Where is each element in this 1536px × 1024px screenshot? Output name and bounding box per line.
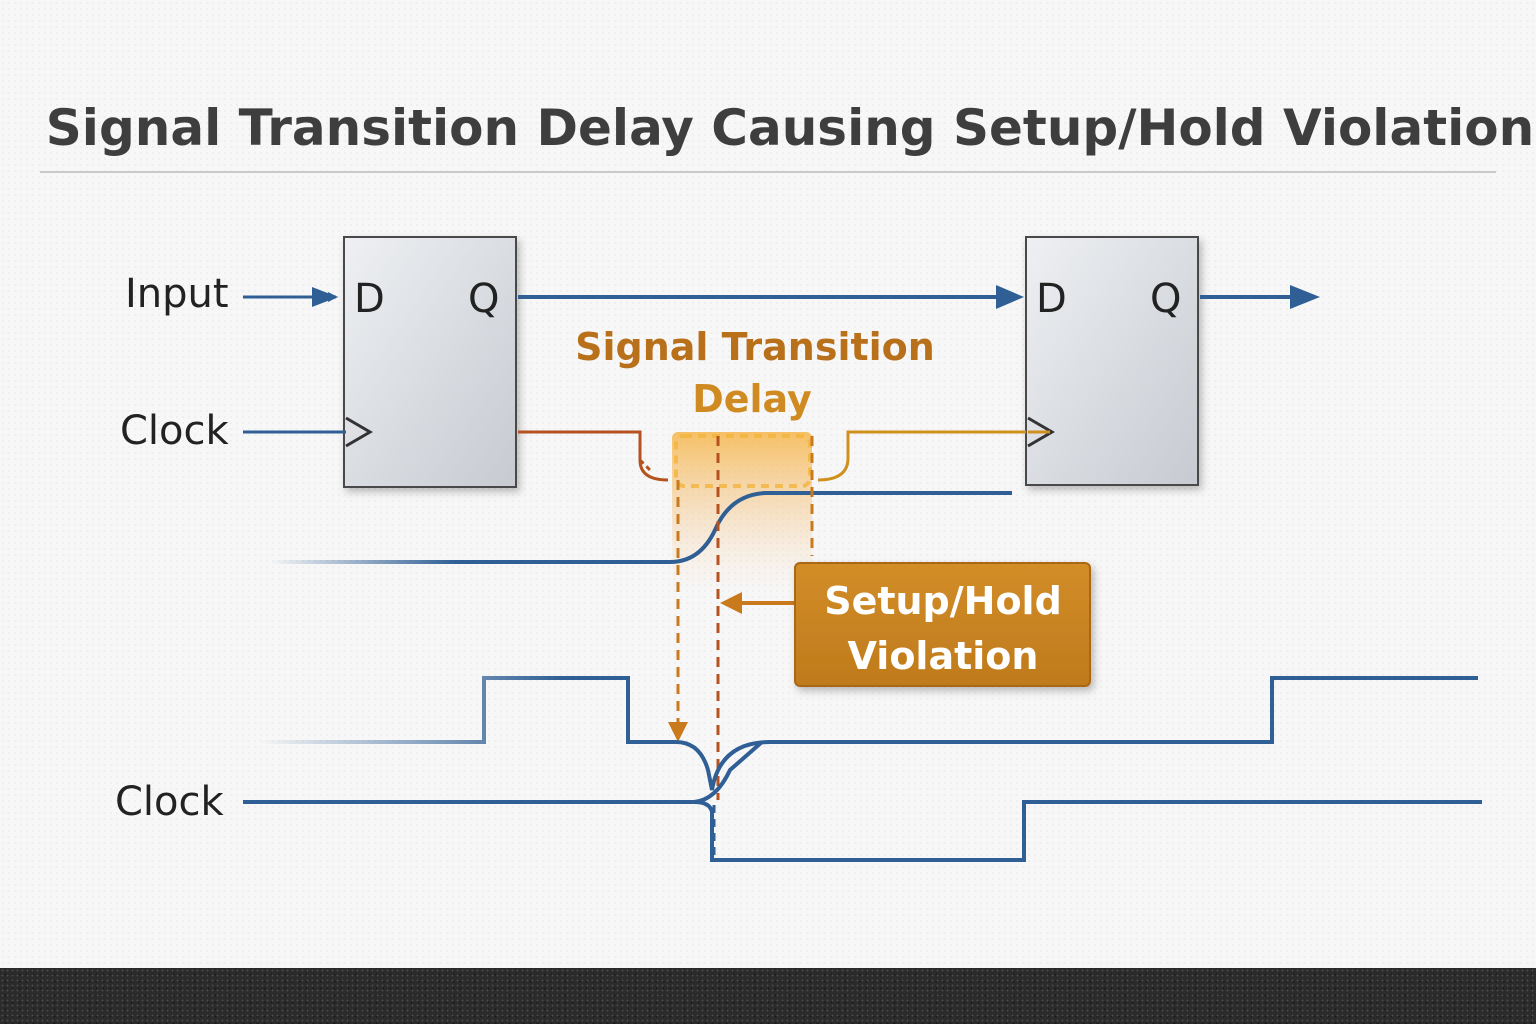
input-label: Input (125, 271, 229, 317)
violation-label-line2: Violation (848, 634, 1039, 678)
clock-label-bottom: Clock (115, 779, 225, 825)
delay-highlight-region (672, 432, 812, 592)
data-waveform (270, 491, 1012, 564)
violation-box (794, 562, 1091, 687)
flipflop-2: D Q (1025, 236, 1199, 486)
input-arrowhead (312, 287, 338, 307)
flipflop-2-q-pin: Q (1150, 276, 1181, 322)
delay-highlight-border (674, 434, 812, 488)
flipflop-1-clock-symbol (345, 416, 373, 448)
flipflop-2-body (1025, 236, 1199, 486)
delay-label-line2: Delay (692, 377, 812, 421)
delay-label-line1: Signal Transition (575, 325, 935, 369)
q-to-d-arrowhead (996, 285, 1024, 309)
clock-waveform-lower (243, 800, 1482, 862)
delayed-clock-dash-left (638, 458, 652, 472)
delayed-clock-path-left (518, 430, 669, 482)
page-title: Signal Transition Delay Causing Setup/Ho… (46, 99, 1534, 157)
timing-diagram: Signal Transition Delay Causing Setup/Ho… (40, 99, 1534, 862)
flipflop-1: D Q (343, 236, 517, 488)
flipflop-1-body (343, 236, 517, 488)
flipflop-1-d-pin: D (354, 276, 385, 322)
clock-waveform-upper (258, 676, 1478, 791)
violation-label-line1: Setup/Hold (824, 579, 1062, 623)
bottom-surface (0, 968, 1536, 1024)
delayed-clock-path-right (817, 430, 1026, 482)
flipflop-1-q-pin: Q (468, 276, 499, 322)
clock-label-top: Clock (120, 408, 230, 454)
flipflop-2-d-pin: D (1036, 276, 1067, 322)
setup-marker-arrowhead (668, 722, 688, 742)
clock-transition-ramp (693, 740, 764, 804)
output-arrowhead (1290, 285, 1320, 309)
flipflop-2-clock-symbol (1027, 416, 1055, 448)
violation-pointer-arrowhead (720, 592, 742, 614)
